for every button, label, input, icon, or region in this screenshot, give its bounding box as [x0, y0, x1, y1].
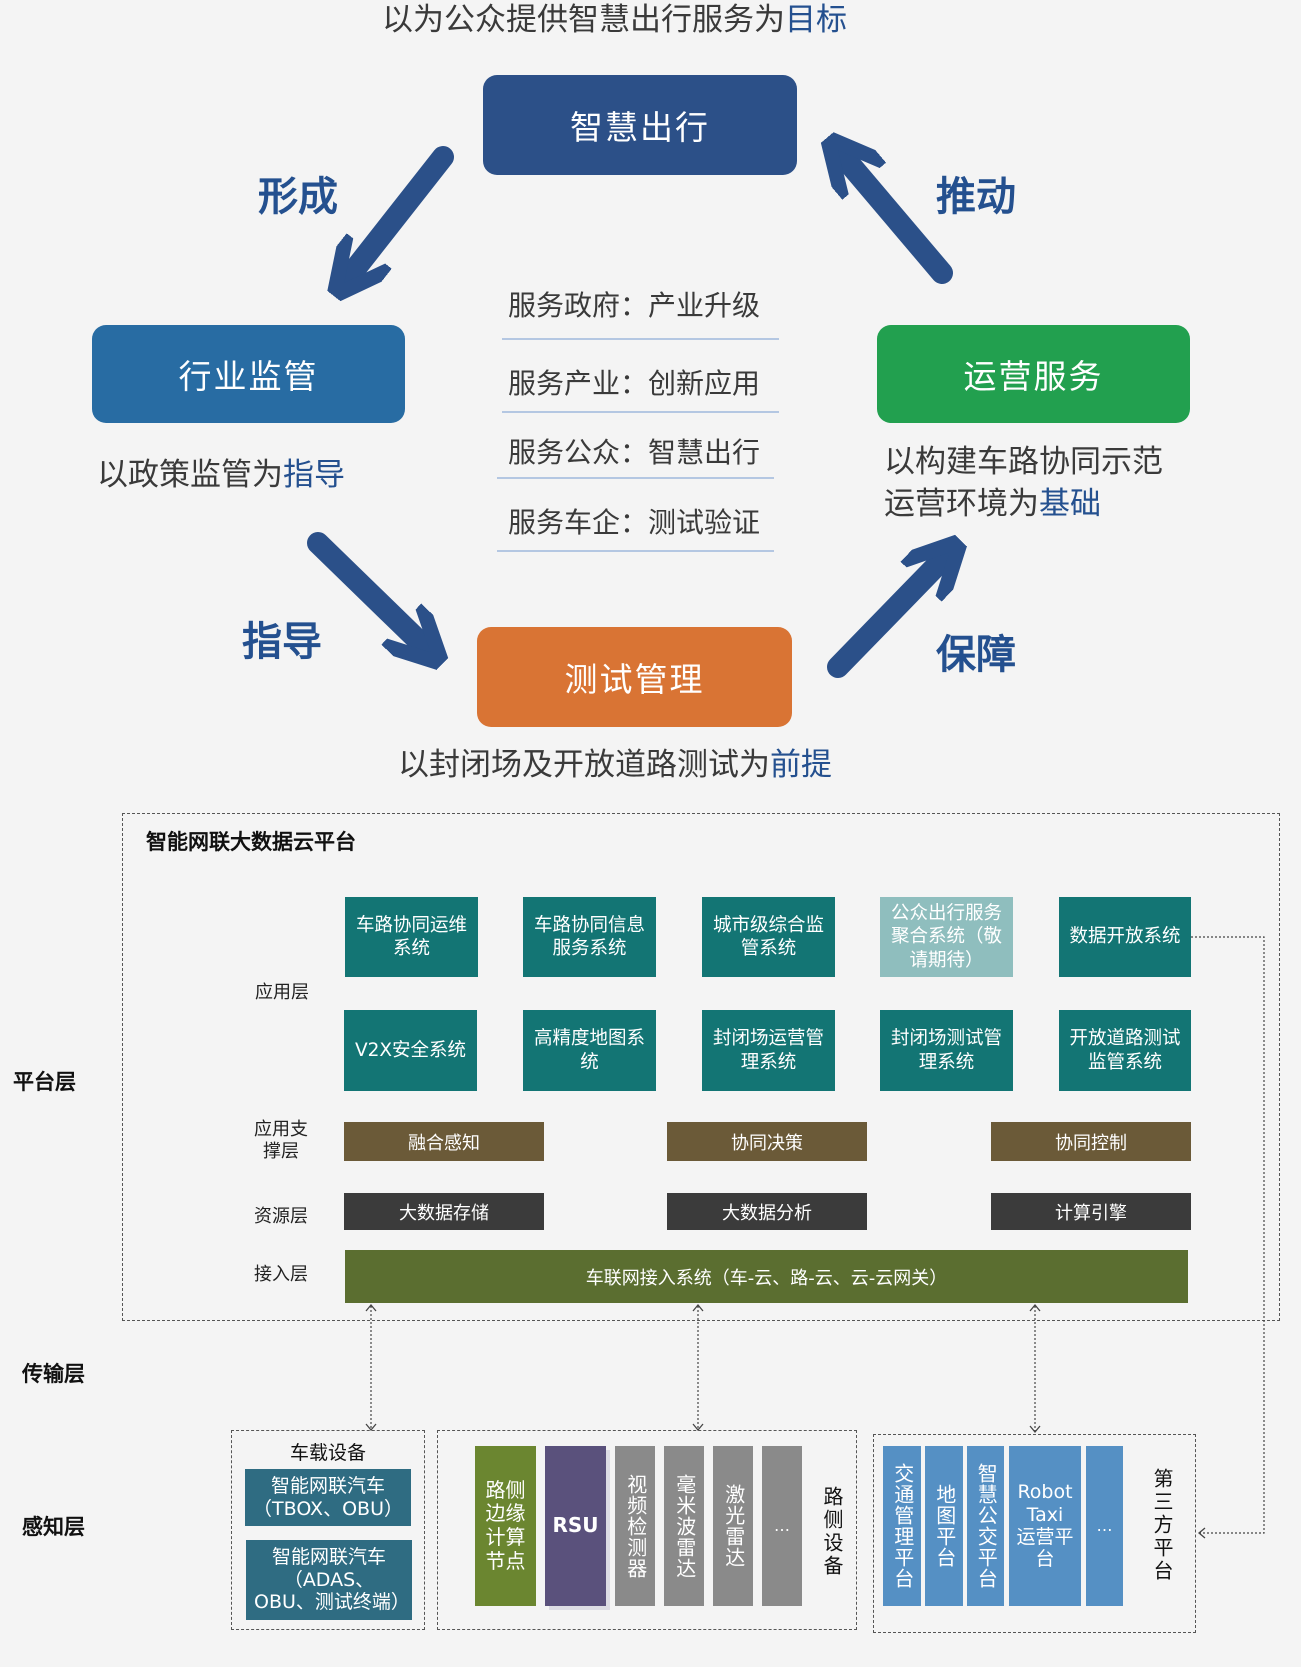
- test-caption-text: 以封闭场及开放道路测试为: [398, 747, 770, 783]
- smart-bus-platform: 智慧公交平台: [967, 1446, 1004, 1606]
- operation-caption: 以构建车路协同示范 运营环境为基础: [884, 441, 1163, 525]
- supervision-caption: 以政策监管为指导: [97, 455, 345, 495]
- resource-bar: 大数据分析: [667, 1193, 867, 1230]
- third-party-container: [873, 1434, 1196, 1633]
- robotaxi-platform: Robot Taxi 运营平台: [1009, 1446, 1081, 1606]
- smart-bus-label: 智慧公交平台: [974, 1463, 999, 1589]
- industry-supervision-box: 行业监管: [92, 325, 405, 423]
- test-management-box: 测试管理: [477, 627, 792, 727]
- service-item: 服务车企：测试验证: [508, 506, 761, 539]
- operation-caption-highlight: 基础: [1039, 486, 1101, 522]
- access-layer-label: 接入层: [254, 1264, 308, 1285]
- video-detector: 视频检测器: [615, 1446, 655, 1606]
- vehicle-device-box: 智能网联汽车（ADAS、OBU、测试终端）: [246, 1540, 412, 1620]
- traffic-management-platform: 交通管理平台: [883, 1446, 921, 1606]
- operation-caption-line2-text: 运营环境为: [884, 486, 1039, 522]
- application-layer-label: 应用层: [255, 982, 309, 1003]
- arrow-guide: [307, 532, 426, 648]
- mmwave-radar: 毫米波雷达: [664, 1446, 704, 1606]
- service-item: 服务公众：智慧出行: [508, 436, 761, 469]
- platform-layer-label: 平台层: [13, 1070, 76, 1094]
- lidar-label: 激光雷达: [721, 1484, 746, 1568]
- data-open-system-box: 数据开放系统: [1059, 897, 1191, 977]
- test-caption-highlight: 前提: [770, 747, 832, 783]
- verb-push: 推动: [936, 174, 1016, 220]
- more-roadside-devices: …: [762, 1446, 802, 1606]
- more-third-party-label: …: [1096, 1515, 1113, 1535]
- operation-caption-line2: 运营环境为基础: [884, 483, 1163, 525]
- vehicle-devices-container: [231, 1430, 425, 1630]
- roadside-devices-title: 路侧设备: [820, 1486, 844, 1578]
- transport-layer-label: 传输层: [22, 1362, 85, 1386]
- arrow-form: [348, 146, 454, 278]
- divider: [502, 338, 779, 340]
- vehicle-device-box: 智能网联汽车（TBOX、OBU）: [245, 1469, 411, 1526]
- goal-caption-text: 以为公众提供智慧出行服务为: [382, 2, 785, 38]
- vehicle-devices-title: 车载设备: [289, 1442, 366, 1464]
- app-system-box: 封闭场运营管理系统: [702, 1010, 835, 1091]
- verb-ensure: 保障: [936, 632, 1016, 678]
- app-support-layer-label: 应用支撑层: [254, 1119, 308, 1162]
- supervision-caption-text: 以政策监管为: [97, 457, 283, 493]
- rsu-device: RSU: [545, 1446, 606, 1606]
- edge-compute-node-label: 路侧边缘计算节点: [485, 1477, 526, 1573]
- platform-title: 智能网联大数据云平台: [146, 830, 356, 854]
- map-platform-label: 地图平台: [932, 1484, 957, 1568]
- lidar: 激光雷达: [713, 1446, 753, 1606]
- traffic-management-label: 交通管理平台: [890, 1463, 915, 1589]
- app-system-box: V2X安全系统: [344, 1010, 477, 1091]
- smart-mobility-box: 智慧出行: [483, 75, 797, 175]
- perception-layer-label: 感知层: [22, 1515, 85, 1539]
- third-party-title: 第三方平台: [1150, 1468, 1174, 1583]
- supervision-caption-highlight: 指导: [283, 457, 345, 493]
- operation-caption-line1: 以构建车路协同示范: [884, 444, 1163, 480]
- resource-bar: 计算引擎: [991, 1193, 1191, 1230]
- service-item: 服务产业：创新应用: [508, 367, 761, 400]
- app-system-box: 车路协同信息服务系统: [523, 897, 656, 977]
- verb-form: 形成: [258, 174, 338, 220]
- platform-container: [122, 813, 1280, 1321]
- edge-compute-node: 路侧边缘计算节点: [475, 1446, 536, 1606]
- support-bar: 融合感知: [344, 1122, 544, 1161]
- cycle-arrows: [307, 0, 1301, 678]
- support-bar: 协同决策: [667, 1122, 867, 1161]
- more-third-party: …: [1086, 1446, 1123, 1606]
- rsu-label: RSU: [552, 1513, 599, 1538]
- access-system-bar: 车联网接入系统（车-云、路-云、云-云网关）: [345, 1250, 1188, 1303]
- goal-caption: 以为公众提供智慧出行服务为目标: [382, 0, 847, 40]
- test-caption: 以封闭场及开放道路测试为前提: [398, 745, 832, 785]
- roadside-devices-container: [437, 1430, 857, 1630]
- app-system-box: 开放道路测试监管系统: [1059, 1010, 1191, 1091]
- app-system-box: 城市级综合监管系统: [702, 897, 835, 977]
- mmwave-radar-label: 毫米波雷达: [672, 1473, 697, 1579]
- more-roadside-label: …: [774, 1515, 790, 1535]
- operation-service-box: 运营服务: [877, 325, 1190, 423]
- resource-layer-label: 资源层: [254, 1206, 308, 1227]
- app-system-box: 车路协同运维系统: [345, 897, 478, 977]
- verb-guide: 指导: [242, 619, 322, 665]
- app-system-box: 高精度地图系统: [523, 1010, 656, 1091]
- arrow-ensure: [827, 557, 945, 678]
- arrow-push: [842, 155, 953, 284]
- goal-caption-highlight: 目标: [785, 2, 847, 38]
- divider: [502, 411, 779, 413]
- robotaxi-label: Robot Taxi 运营平台: [1016, 1481, 1074, 1571]
- resource-bar: 大数据存储: [344, 1193, 544, 1230]
- divider: [497, 550, 774, 552]
- app-system-box: 封闭场测试管理系统: [880, 1010, 1013, 1091]
- service-item: 服务政府：产业升级: [508, 289, 761, 322]
- map-platform: 地图平台: [925, 1446, 963, 1606]
- divider: [497, 477, 774, 479]
- video-detector-label: 视频检测器: [623, 1473, 648, 1579]
- app-system-box-coming-soon: 公众出行服务聚合系统（敬请期待）: [880, 897, 1013, 977]
- support-bar: 协同控制: [991, 1122, 1191, 1161]
